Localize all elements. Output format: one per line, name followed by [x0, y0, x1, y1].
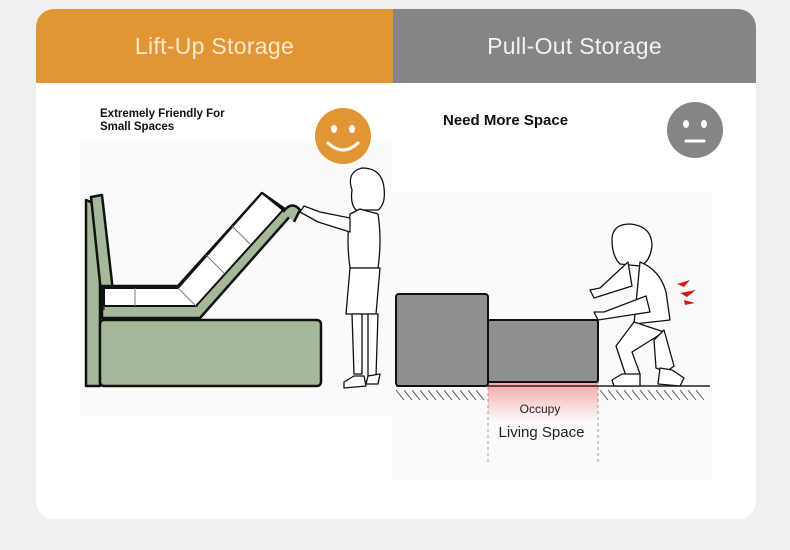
- occupied-area-highlight: [488, 381, 598, 421]
- living-space-label: Living Space: [498, 424, 585, 441]
- lift-up-storage-header: Lift-Up Storage: [36, 9, 393, 83]
- lift-up-caption-line1: Extremely Friendly For: [100, 108, 225, 120]
- pull-out-storage-header: Pull-Out Storage: [393, 9, 756, 83]
- lift-up-bed-illustration: [84, 191, 323, 388]
- strain-mark-icon: [677, 280, 696, 305]
- pull-out-bed-illustration: [395, 293, 710, 462]
- lift-up-caption-line2: Small Spaces: [100, 121, 175, 133]
- crouching-woman-figure: [589, 223, 685, 387]
- neutral-face-icon: [667, 102, 723, 158]
- pull-out-storage-title: Pull-Out Storage: [487, 32, 662, 59]
- standing-woman-figure: [299, 167, 386, 389]
- lift-up-storage-title: Lift-Up Storage: [134, 32, 295, 59]
- occupy-label: Occupy: [519, 402, 561, 416]
- lift-up-caption: Extremely Friendly For Small Spaces: [100, 108, 250, 134]
- happy-face-icon: [315, 108, 371, 164]
- pull-out-caption: Need More Space: [443, 112, 569, 129]
